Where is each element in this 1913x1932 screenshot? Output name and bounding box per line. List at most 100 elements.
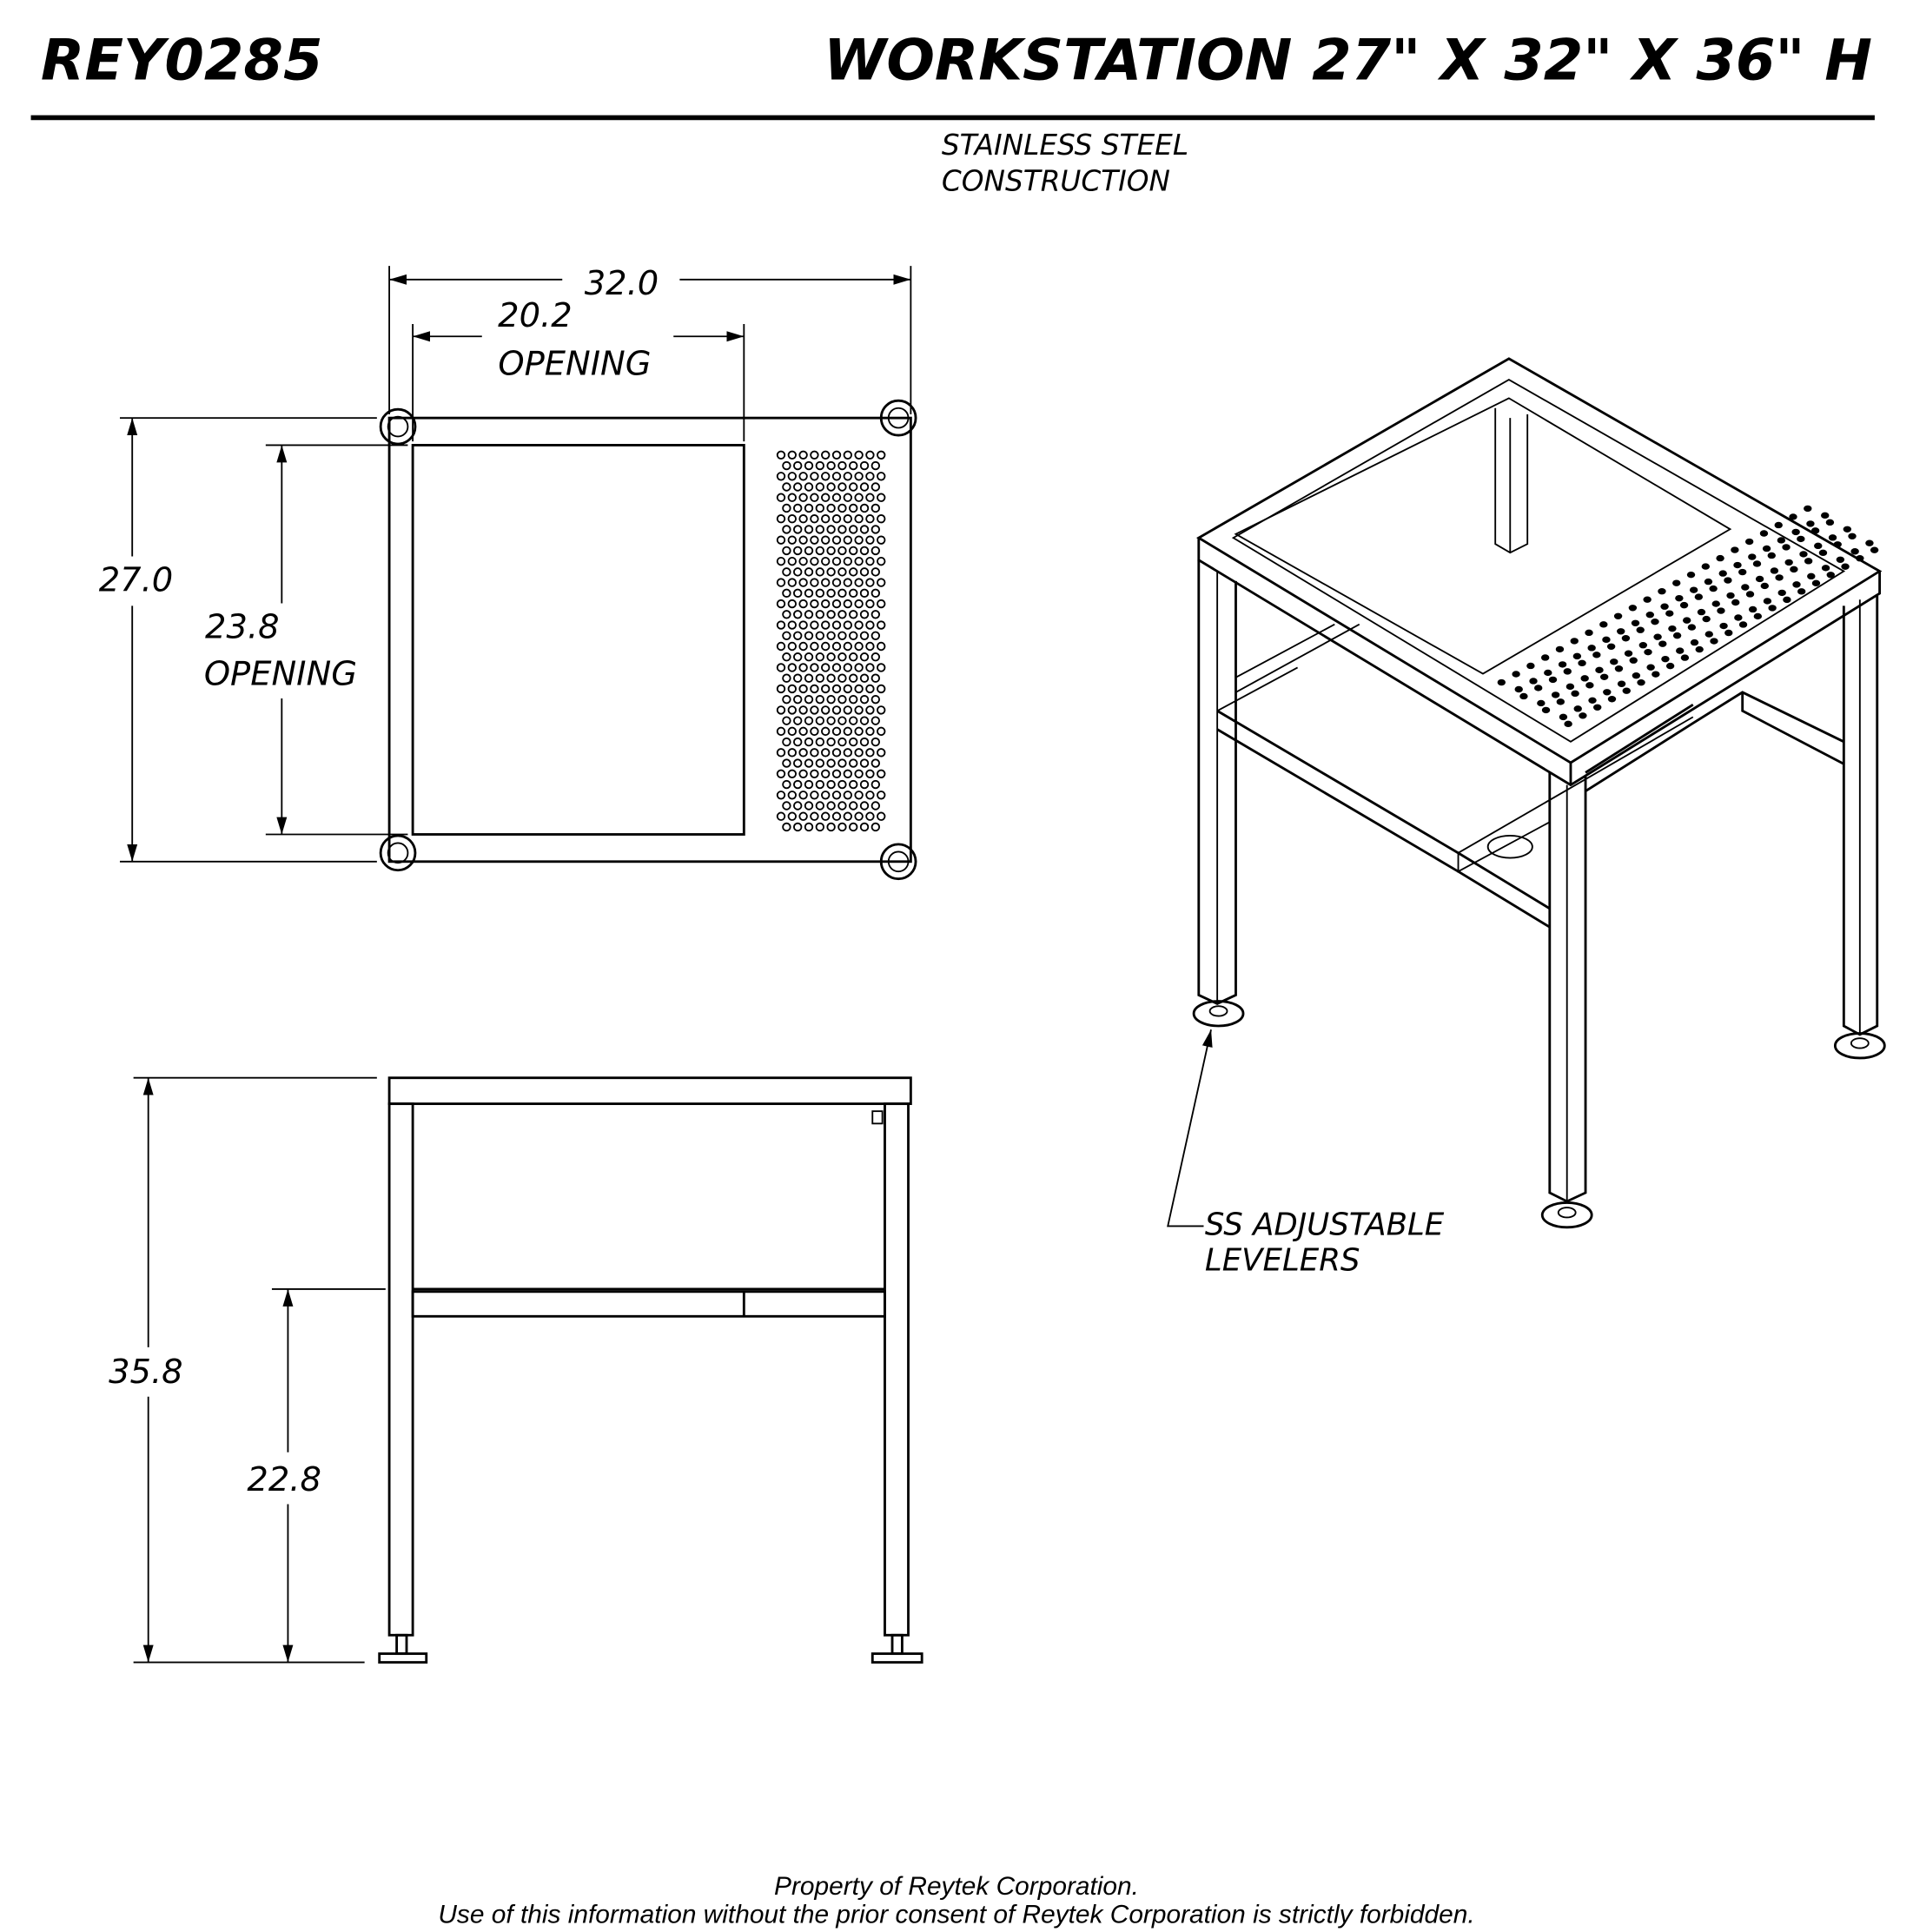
perforation-hole: [793, 460, 803, 471]
perforation-hole: [859, 801, 870, 811]
perforation-hole: [843, 641, 853, 652]
perforation-hole: [787, 493, 798, 502]
perforation-hole: [1665, 662, 1675, 670]
perforation-hole: [815, 779, 825, 790]
perforation-hole: [831, 705, 842, 715]
dim-width: 32.0: [585, 264, 659, 303]
perforation-hole: [782, 758, 791, 768]
perforation-hole: [1716, 554, 1724, 562]
perforation-hole: [1638, 642, 1648, 649]
perforation-hole: [776, 514, 786, 524]
perforation-hole: [1865, 539, 1874, 546]
perforation-hole: [877, 514, 886, 524]
perforation-hole: [787, 705, 798, 715]
perforation-hole: [793, 525, 803, 534]
perforation-hole: [865, 791, 875, 800]
perforation-hole: [870, 546, 881, 556]
perforation-hole: [1843, 526, 1852, 533]
perforation-hole: [849, 694, 858, 705]
perforation-hole: [1614, 665, 1624, 672]
perforation-hole: [1610, 658, 1618, 665]
perforation-hole: [810, 535, 819, 545]
perforation-hole: [854, 599, 864, 609]
perforation-hole: [870, 737, 881, 747]
perforation-hole: [810, 726, 819, 737]
perforation-hole: [821, 663, 831, 672]
perforation-hole: [1697, 608, 1706, 616]
dim-opening-depth: 23.8: [205, 607, 279, 646]
perforation-hole: [1548, 676, 1558, 684]
shelf: [411, 1290, 886, 1318]
perforation-hole: [810, 578, 819, 587]
perforation-hole: [787, 599, 798, 609]
perforation-hole: [815, 460, 825, 471]
perforation-hole: [877, 599, 886, 609]
perforation-hole: [877, 535, 886, 545]
perforation-hole: [1767, 552, 1776, 559]
perforation-hole: [831, 620, 842, 630]
perforation-hole: [837, 822, 847, 832]
perforation-hole: [826, 801, 836, 811]
perforation-hole: [859, 673, 870, 683]
perforation-hole: [854, 769, 864, 778]
perforation-hole: [782, 588, 791, 599]
perforation-hole: [831, 556, 842, 566]
perforation-hole: [810, 493, 819, 502]
perforation-hole: [831, 641, 842, 652]
perforation-hole: [804, 694, 814, 705]
perforation-hole: [1529, 678, 1538, 685]
perforation-hole: [865, 556, 875, 566]
perforation-hole: [782, 567, 791, 577]
perforation-hole: [1777, 537, 1786, 544]
perforation-hole: [804, 758, 814, 768]
perforation-hole: [776, 791, 786, 800]
perforation-hole: [1632, 672, 1641, 679]
perforation-hole: [831, 811, 842, 821]
perforation-hole: [849, 779, 858, 790]
perforation-hole: [1850, 548, 1859, 555]
perforation-hole: [849, 588, 858, 599]
perforation-hole: [1718, 570, 1727, 577]
perforation-hole: [870, 716, 881, 725]
perforation-hole: [837, 758, 847, 768]
perforation-hole: [843, 620, 853, 630]
perforation-hole: [826, 652, 836, 662]
perforation-hole: [854, 472, 864, 481]
perforation-hole: [804, 503, 814, 513]
perforation-hole: [826, 567, 836, 577]
perforation-hole: [831, 599, 842, 609]
perforation-hole: [1784, 559, 1793, 566]
perforation-hole: [776, 811, 786, 821]
perforation-hole: [821, 514, 831, 524]
perforation-hole: [821, 599, 831, 609]
perforation-hole: [870, 525, 881, 534]
perforation-hole: [859, 588, 870, 599]
front-view: 35.8 22.8: [109, 1076, 923, 1664]
perforation-hole: [865, 450, 875, 460]
perforation-hole: [859, 737, 870, 747]
perforation-hole: [793, 737, 803, 747]
perforation-hole: [859, 716, 870, 725]
perforation-hole: [776, 472, 786, 481]
perforation-hole: [1848, 533, 1857, 539]
perforation-hole: [1694, 593, 1704, 600]
leg-right: [884, 1102, 910, 1637]
perforation-hole: [854, 811, 864, 821]
leveler-front: [378, 1633, 923, 1664]
drawing-title: WORKSTATION 27" X 32" X 36" H: [824, 27, 1872, 93]
perforation-hole: [1790, 566, 1798, 573]
perforation-hole: [1607, 696, 1617, 703]
perforation-hole: [831, 493, 842, 502]
perforation-hole: [837, 610, 847, 619]
perforation-hole: [793, 610, 803, 619]
perforation-hole: [877, 811, 886, 821]
perforation-hole: [1585, 629, 1593, 637]
perforation-hole: [782, 673, 791, 683]
perforation-hole: [810, 705, 819, 715]
perforation-hole: [1821, 512, 1830, 519]
perforation-hole: [1690, 638, 1699, 646]
perforation-hole: [859, 758, 870, 768]
perforation-hole: [787, 578, 798, 587]
perforation-hole: [1710, 638, 1718, 645]
perforation-hole: [826, 460, 836, 471]
